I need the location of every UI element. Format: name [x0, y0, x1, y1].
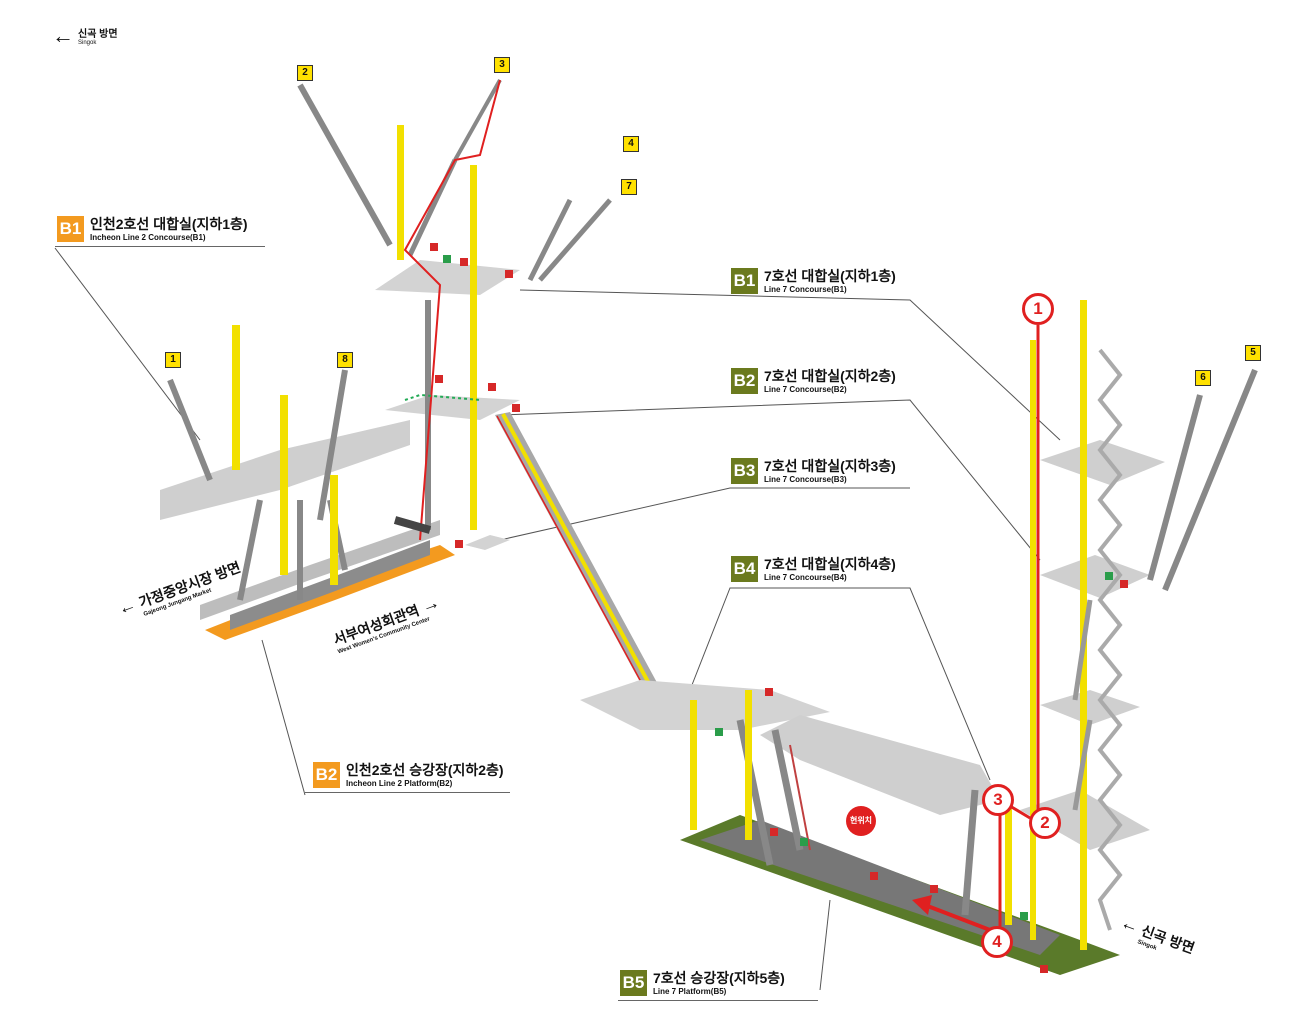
floor-underline — [55, 246, 265, 247]
top-direction-en: Singok — [78, 40, 97, 46]
floor-label-line7-b3: B3 7호선 대합실(지하3층) Line 7 Concourse(B3) — [731, 458, 896, 485]
here-label: 현위치 — [849, 816, 873, 825]
floor-name-en: Incheon Line 2 Concourse(B1) — [90, 233, 206, 242]
floor-label-incheon-b2: B2 인천2호선 승강장(지하2층) Incheon Line 2 Platfo… — [313, 762, 504, 789]
route-marker-4: 4 — [981, 926, 1013, 958]
route-marker-1: 1 — [1022, 293, 1054, 325]
incheon-structure — [160, 325, 455, 640]
floor-name-ko: 7호선 승강장(지하5층) — [653, 970, 785, 986]
floor-badge: B5 — [620, 970, 647, 996]
you-are-here-pin: 현위치 — [846, 806, 876, 836]
floor-name-en: Line 7 Concourse(B1) — [764, 285, 847, 294]
floor-label-line7-b4: B4 7호선 대합실(지하4층) Line 7 Concourse(B4) — [731, 556, 896, 583]
floor-badge: B1 — [57, 216, 84, 242]
exit-tag-1: 1 — [165, 352, 181, 368]
floor-name-ko: 7호선 대합실(지하1층) — [764, 268, 896, 284]
floor-label-incheon-b1: B1 인천2호선 대합실(지하1층) Incheon Line 2 Concou… — [57, 216, 248, 243]
floor-badge: B2 — [313, 762, 340, 788]
long-escalator — [495, 412, 680, 729]
floor-name-en: Line 7 Concourse(B3) — [764, 475, 847, 484]
exit-tag-4: 4 — [623, 136, 639, 152]
right-tower — [1020, 300, 1258, 950]
upper-concourse — [297, 79, 612, 550]
leader-lines — [54, 247, 1061, 991]
facility-sign-icons — [430, 243, 1128, 973]
floor-name-ko: 인천2호선 승강장(지하2층) — [346, 762, 504, 778]
route-path — [912, 325, 1040, 932]
floor-name-ko: 7호선 대합실(지하4층) — [764, 556, 896, 572]
top-direction-ko: 신곡 방면 — [78, 29, 118, 40]
top-direction: ← 신곡 방면 Singok — [52, 22, 118, 48]
floor-name-ko: 7호선 대합실(지하2층) — [764, 368, 896, 384]
exit-tag-5: 5 — [1245, 345, 1261, 361]
floor-name-ko: 7호선 대합실(지하3층) — [764, 458, 896, 474]
floor-label-line7-b2: B2 7호선 대합실(지하2층) Line 7 Concourse(B2) — [731, 368, 896, 395]
floor-name-ko: 인천2호선 대합실(지하1층) — [90, 216, 248, 232]
exit-tag-2: 2 — [297, 65, 313, 81]
floor-name-en: Line 7 Concourse(B4) — [764, 573, 847, 582]
floor-underline — [305, 792, 510, 793]
exit-tag-6: 6 — [1195, 370, 1211, 386]
route-marker-3: 3 — [982, 784, 1014, 816]
floor-badge: B4 — [731, 556, 758, 582]
floor-name-en: Incheon Line 2 Platform(B2) — [346, 779, 453, 788]
floor-badge: B2 — [731, 368, 758, 394]
floor-badge: B3 — [731, 458, 758, 484]
exit-tag-8: 8 — [337, 352, 353, 368]
exit-tag-3: 3 — [494, 57, 510, 73]
route-marker-2: 2 — [1029, 807, 1061, 839]
floor-label-line7-b5: B5 7호선 승강장(지하5층) Line 7 Platform(B5) — [620, 970, 785, 997]
exit-tag-7: 7 — [621, 179, 637, 195]
floor-underline — [618, 1000, 818, 1001]
floor-name-en: Line 7 Concourse(B2) — [764, 385, 847, 394]
floor-badge: B1 — [731, 268, 758, 294]
floor-name-en: Line 7 Platform(B5) — [653, 987, 727, 996]
floor-label-line7-b1: B1 7호선 대합실(지하1층) Line 7 Concourse(B1) — [731, 268, 896, 295]
left-arrow-icon: ← — [52, 22, 74, 48]
